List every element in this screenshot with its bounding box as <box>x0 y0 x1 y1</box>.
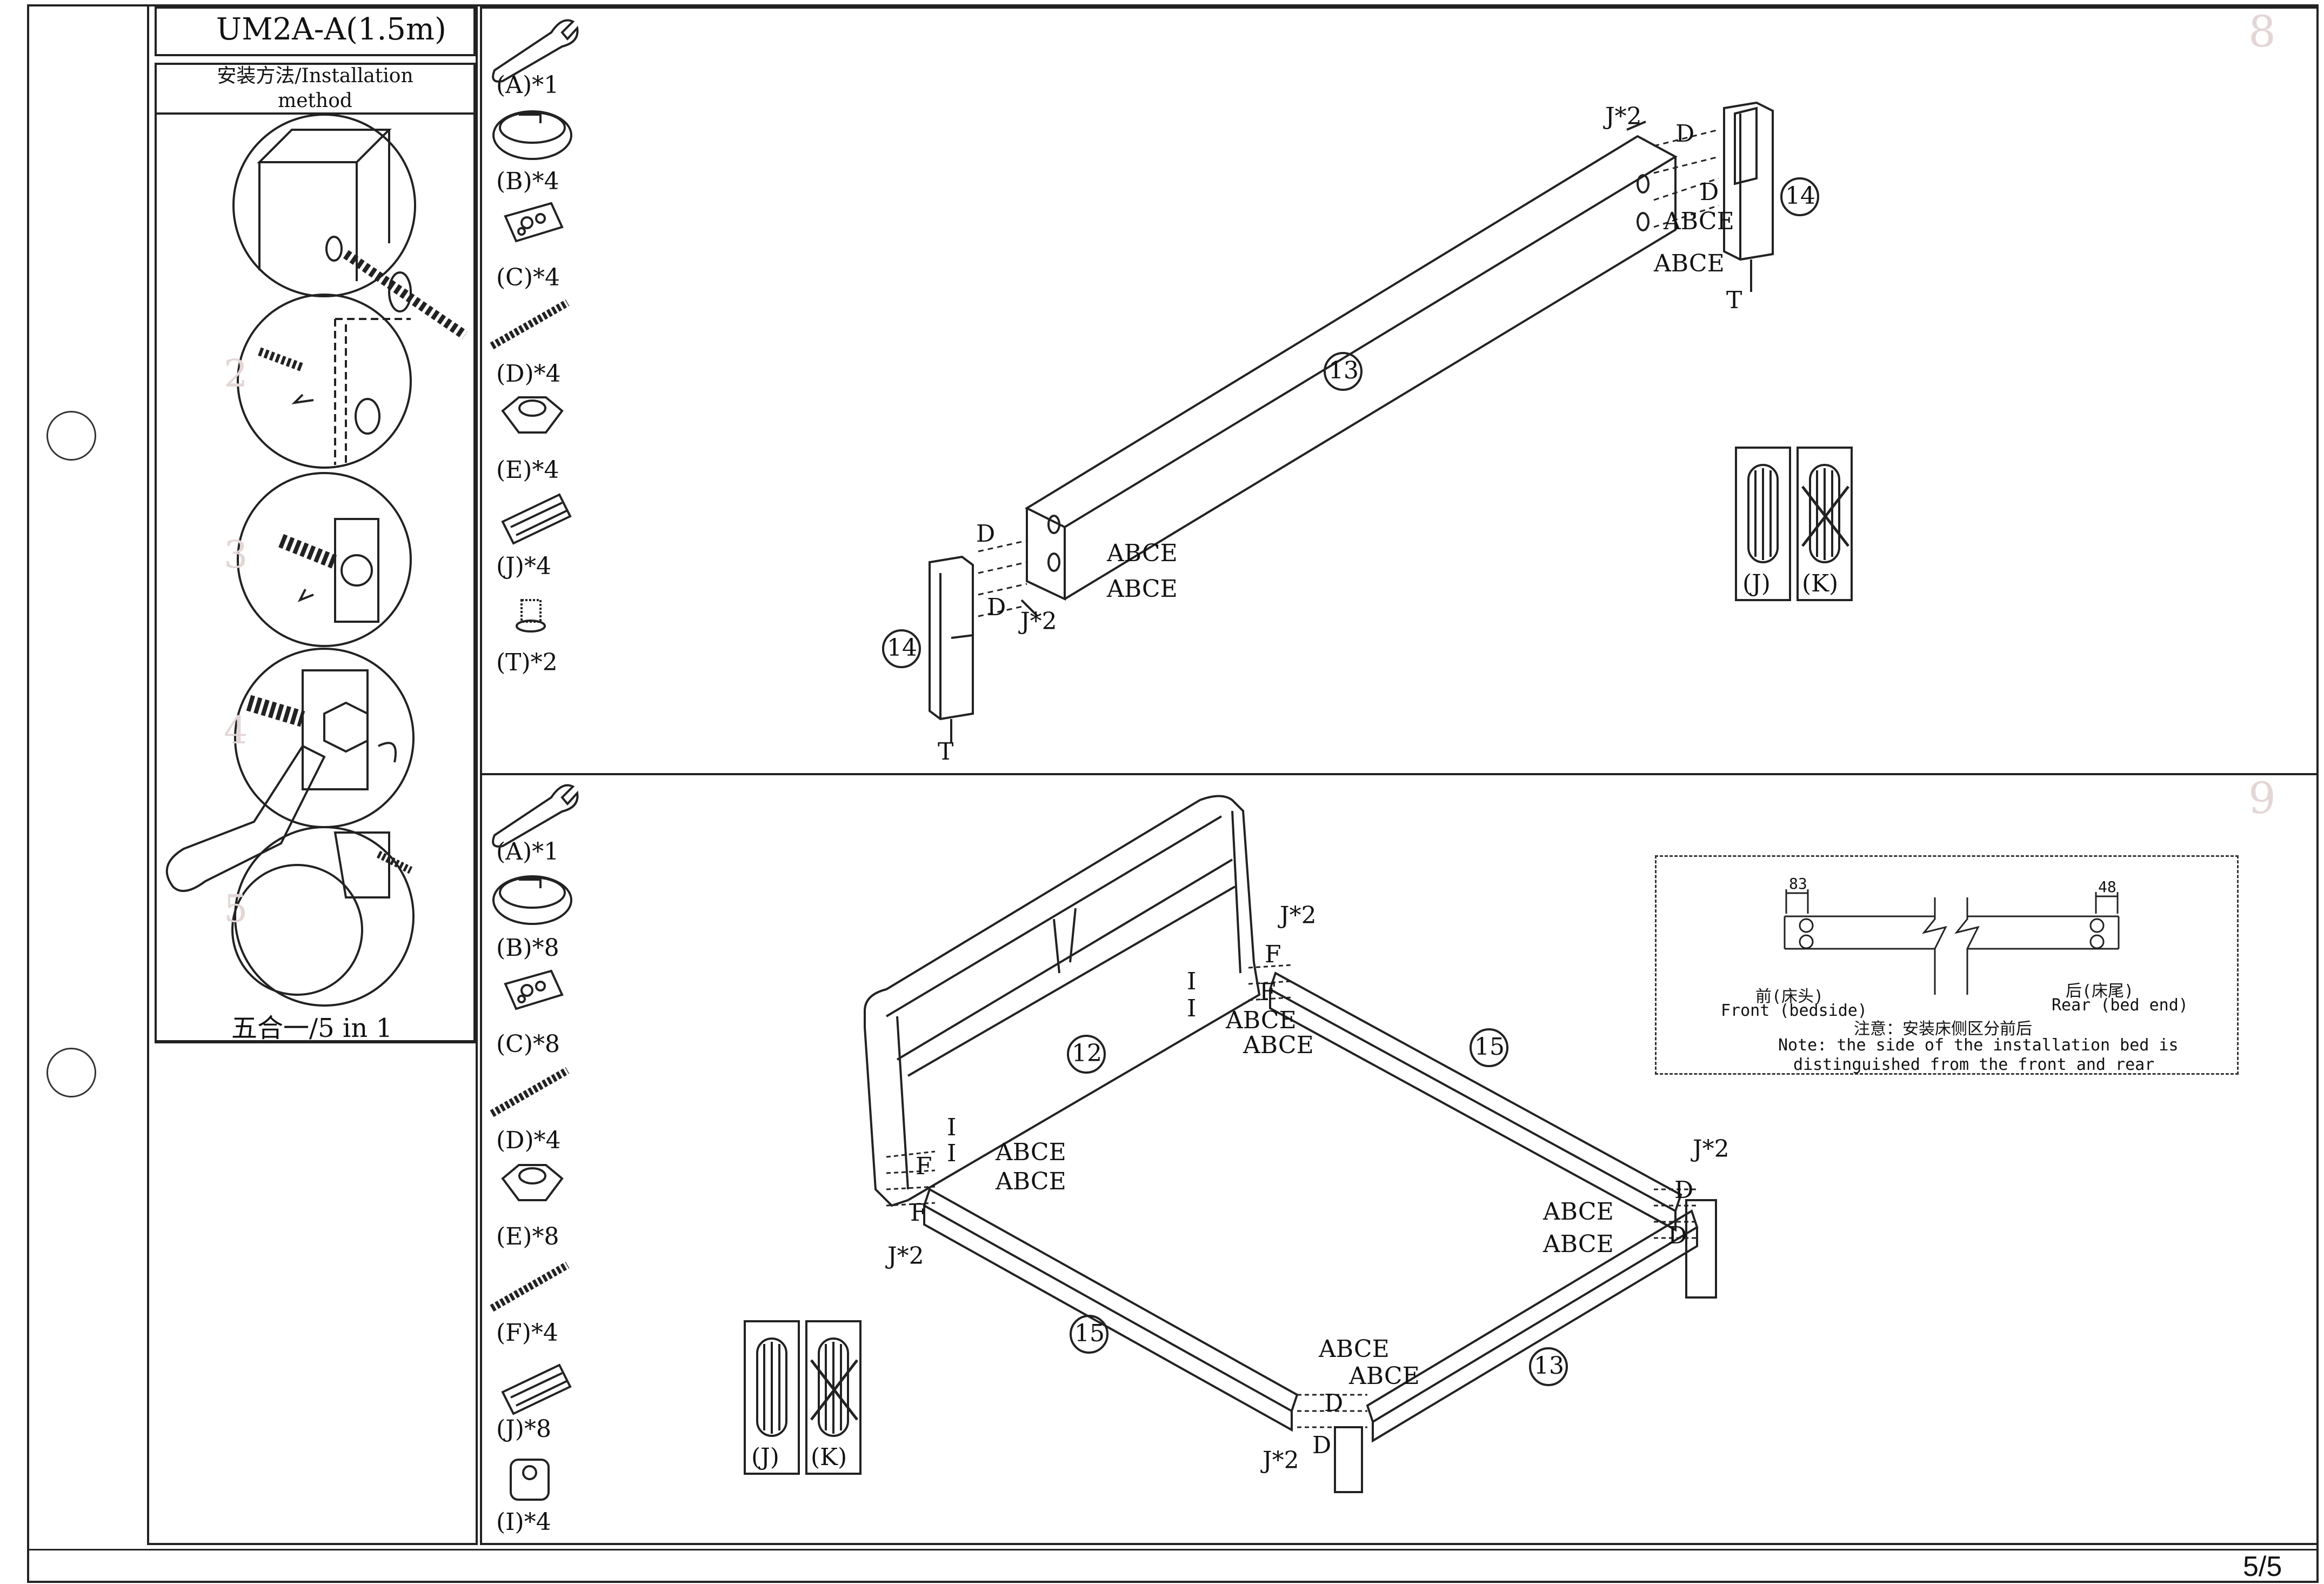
step8-callout-d-top1: D <box>1675 120 1695 148</box>
step9-callout-abce-left-2: ABCE <box>996 1168 1066 1195</box>
step8-part-e: (E)*4 <box>496 456 559 484</box>
step8-callout-leg-14-left: 14 <box>887 634 917 662</box>
step9-part-c: (C)*8 <box>496 1030 560 1058</box>
note-dim-front: 83 <box>1789 875 1807 893</box>
method-step-3-number: 3 <box>224 533 248 577</box>
step9-callout-i-3: I <box>947 1114 957 1141</box>
step9-callout-f-3: F <box>916 1153 932 1180</box>
step9-callout-d-4: D <box>1312 1432 1332 1459</box>
step8-callout-abce-top2: ABCE <box>1654 250 1725 277</box>
step8-parts-list: (A)*1 (B)*4 (C)*4 (D)*4 (E)*4 (J)*4 (T)*… <box>486 11 584 714</box>
step8-dowel-ok-box <box>1735 447 1791 601</box>
step9-number: 9 <box>2248 773 2276 823</box>
step9-part-d: (D)*4 <box>496 1127 561 1154</box>
step9-part-a: (A)*1 <box>496 838 559 866</box>
step8-panel <box>480 6 2319 775</box>
note-dim-rear: 48 <box>2098 878 2116 896</box>
step9-callout-d-3: D <box>1324 1389 1344 1417</box>
note-cn: 注意：安装床侧区分前后 <box>1854 1020 2032 1039</box>
step8-part-c: (C)*4 <box>496 264 560 291</box>
model-title: UM2A-A(1.5m) <box>216 12 446 47</box>
step9-callout-i-1: I <box>1187 968 1197 995</box>
step9-callout-f-1: F <box>1265 941 1281 968</box>
page-number: 5/5 <box>2243 1551 2282 1582</box>
step8-part-b: (B)*4 <box>496 168 559 195</box>
step8-part-a: (A)*1 <box>496 71 559 99</box>
step9-panel <box>480 773 2319 1545</box>
method-step-4-number: 4 <box>224 708 248 753</box>
note-rear-cn: 后(床尾) <box>2066 982 2134 1001</box>
method-title-text: 安装方法/Installation method <box>217 65 413 112</box>
step8-number: 8 <box>2248 6 2276 57</box>
step8-dowel-wrong-box <box>1797 447 1853 601</box>
step9-part-j: (J)*8 <box>496 1415 551 1443</box>
note-rear-en: Rear (bed end) <box>2052 996 2188 1015</box>
step9-part-f: (F)*4 <box>496 1319 558 1347</box>
step8-callout-abce-top1: ABCE <box>1664 208 1734 235</box>
step9-dowel-wrong-box <box>805 1320 862 1475</box>
method-caption: 五合一/5 in 1 <box>231 1013 393 1043</box>
step9-dowel-wrong-label: (K) <box>811 1443 847 1471</box>
step9-callout-abce-foot-3: ABCE <box>1319 1335 1390 1363</box>
note-front-en: Front (bedside) <box>1721 1001 1867 1020</box>
note-en-line2: distinguished from the front and rear <box>1793 1055 2155 1074</box>
step9-parts-list: (A)*1 (B)*8 (C)*8 (D)*4 (E)*8 (F)*4 (J)*… <box>486 778 584 1546</box>
step9-part-e: (E)*8 <box>496 1223 559 1250</box>
step8-callout-t-left: T <box>938 738 954 766</box>
step9-callout-side-rail-15-right: 15 <box>1474 1033 1505 1061</box>
step9-callout-d-1: D <box>1674 1176 1694 1204</box>
step9-callout-headboard-12: 12 <box>1072 1040 1102 1067</box>
step8-part-t: (T)*2 <box>496 649 558 676</box>
binder-hole-bottom <box>46 1048 96 1097</box>
step9-note-box <box>1655 855 2239 1075</box>
step8-callout-leg-14-right: 14 <box>1785 182 1815 210</box>
step8-callout-abce-left1: ABCE <box>1107 540 1178 567</box>
step9-callout-j2-foot-right: J*2 <box>1693 1135 1729 1163</box>
step9-callout-i-2: I <box>1187 995 1197 1022</box>
method-title: 安装方法/Installation method <box>155 64 476 115</box>
note-front-cn: 前(床头) <box>1755 987 1824 1006</box>
step9-callout-f-4: F <box>910 1199 927 1227</box>
binder-hole-top <box>46 411 96 461</box>
step9-callout-abce-foot-1: ABCE <box>1543 1198 1614 1226</box>
step9-callout-j2-head-left: J*2 <box>887 1242 924 1270</box>
step9-callout-abce-left-1: ABCE <box>996 1139 1066 1166</box>
step8-callout-j2-top: J*2 <box>1605 103 1642 130</box>
note-en-line1: Note: the side of the installation bed i… <box>1778 1036 2179 1055</box>
footer-divider <box>27 1549 2319 1550</box>
step9-callout-end-rail-13: 13 <box>1534 1352 1564 1380</box>
step8-callout-d-top2: D <box>1700 178 1719 206</box>
step9-callout-abce-foot-2: ABCE <box>1543 1230 1614 1258</box>
step8-callout-d-left2: D <box>987 594 1006 621</box>
method-divider <box>155 1041 476 1043</box>
step8-part-d: (D)*4 <box>496 360 561 388</box>
step9-dowel-ok-label: (J) <box>751 1443 779 1471</box>
step8-part-j: (J)*4 <box>496 553 551 580</box>
step8-callout-t-right: T <box>1726 287 1742 314</box>
step9-callout-abce-head-1: ABCE <box>1226 1007 1297 1034</box>
step9-part-b: (B)*8 <box>496 934 559 962</box>
step9-callout-abce-foot-4: ABCE <box>1349 1362 1420 1390</box>
step9-callout-d-2: D <box>1668 1222 1687 1249</box>
model-box <box>155 6 476 56</box>
step9-part-i: (I)*4 <box>496 1508 551 1536</box>
step8-dowel-ok-label: (J) <box>1742 570 1771 597</box>
left-column <box>147 4 478 1545</box>
step8-callout-abce-left2: ABCE <box>1107 575 1178 603</box>
step8-dowel-wrong-label: (K) <box>1802 570 1839 597</box>
step9-callout-j2-foot-left: J*2 <box>1263 1447 1299 1474</box>
method-step-5-number: 5 <box>224 887 248 931</box>
step9-dowel-ok-box <box>744 1320 800 1475</box>
method-step-2-number: 2 <box>224 351 248 396</box>
method-panel <box>155 63 476 1042</box>
step9-callout-j2-head-right: J*2 <box>1280 902 1317 929</box>
step8-callout-d-left1: D <box>976 520 996 548</box>
step9-callout-side-rail-15-left: 15 <box>1074 1320 1105 1347</box>
step9-callout-abce-head-2: ABCE <box>1243 1031 1314 1059</box>
step9-callout-i-4: I <box>947 1140 957 1167</box>
step9-callout-f-2: F <box>1259 979 1276 1006</box>
step8-callout-rail-13: 13 <box>1328 357 1359 384</box>
step8-callout-j2-left: J*2 <box>1020 608 1057 635</box>
